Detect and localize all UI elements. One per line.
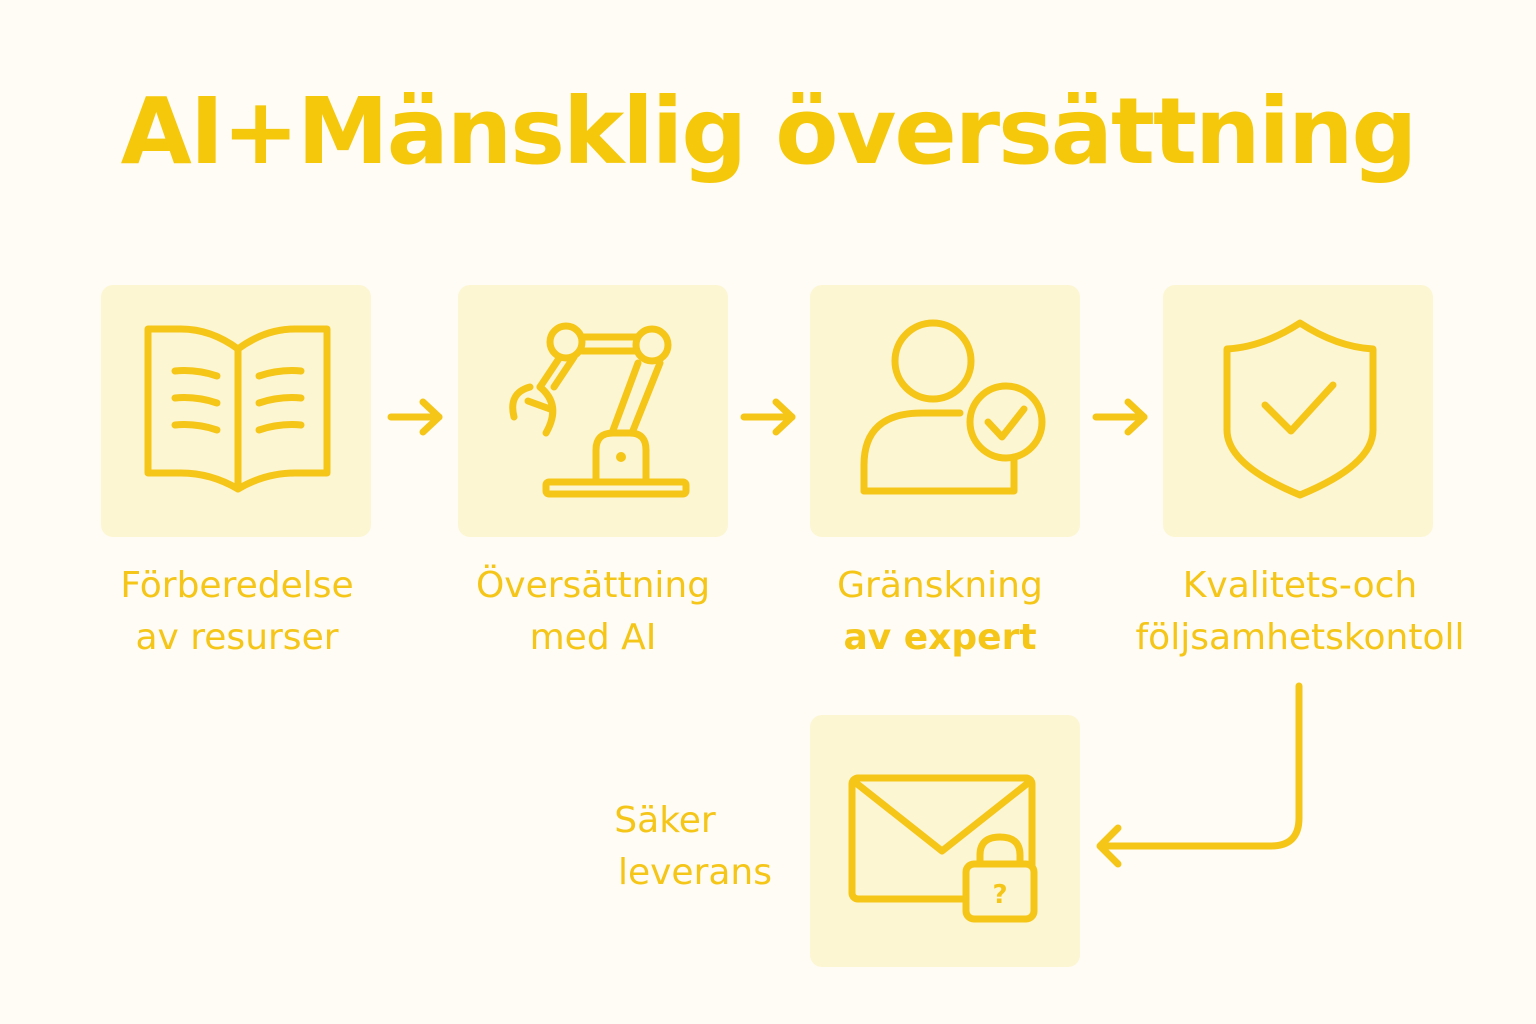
step-2-label: Översättning med AI <box>475 565 711 658</box>
svg-text:?: ? <box>992 880 1007 910</box>
connector-arrow-icon <box>1096 682 1303 868</box>
step-4-label: Kvalitets-och följsamhetskontoll <box>1135 565 1465 658</box>
step-3-label: Gränskning av expert <box>837 565 1043 658</box>
step-5-label: Säker leverans <box>614 800 773 893</box>
step-4-tile <box>1163 285 1433 537</box>
shield-check-icon <box>1223 319 1377 499</box>
user-check-icon <box>860 319 1046 495</box>
step-1-label: Förberedelse av resurser <box>120 565 354 658</box>
envelope-lock-icon: ? <box>848 774 1038 923</box>
step-1-tile <box>101 285 371 537</box>
step-5-tile: ? <box>810 715 1080 967</box>
step-3-tile <box>810 285 1080 537</box>
robot-arm-icon <box>509 322 690 498</box>
arrow-right-icon <box>387 398 443 436</box>
step-2-tile <box>458 285 728 537</box>
open-book-icon <box>144 325 331 493</box>
arrow-right-icon <box>1092 398 1148 436</box>
arrow-right-icon <box>740 398 796 436</box>
diagram-title: AI+Mänsklig översättning <box>120 78 1418 185</box>
